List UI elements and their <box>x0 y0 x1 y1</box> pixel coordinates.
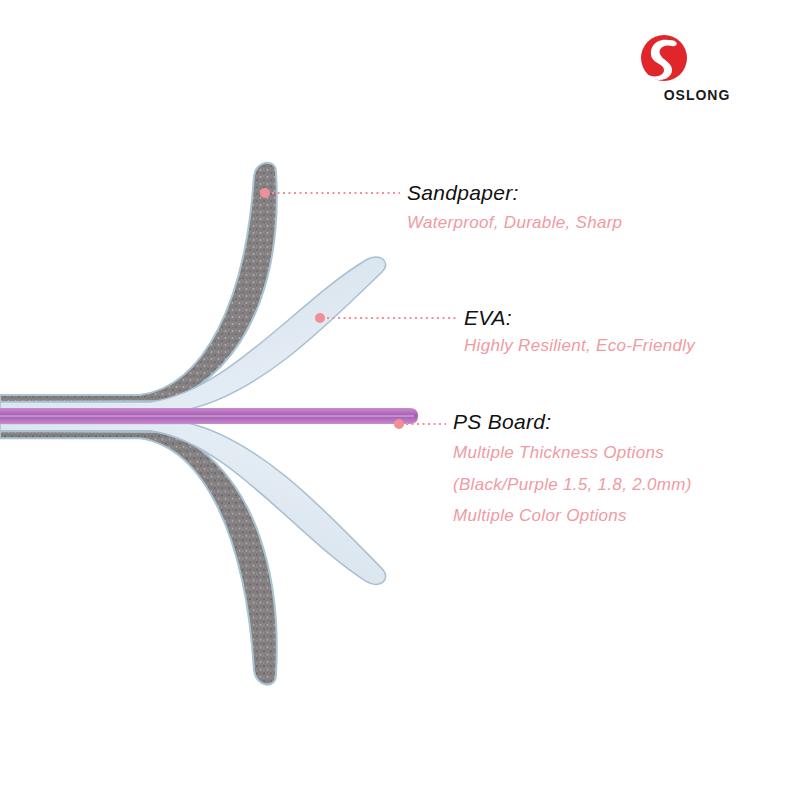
layer-name: EVA: <box>464 306 512 330</box>
top-layers <box>0 163 386 409</box>
ps-board-highlight <box>0 416 414 417</box>
layer-feature: (Black/Purple 1.5, 1.8, 2.0mm) <box>453 475 692 495</box>
layer-feature: Multiple Thickness Options <box>453 443 664 463</box>
layer-feature: Waterproof, Durable, Sharp <box>407 213 622 233</box>
layer-feature: Multiple Color Options <box>453 506 627 526</box>
layer-name: PS Board: <box>453 410 551 434</box>
layer-name: Sandpaper: <box>407 181 519 205</box>
brand-name: OSLONG <box>664 87 731 103</box>
bottom-layers <box>0 423 386 684</box>
layer-feature: Highly Resilient, Eco-Friendly <box>464 336 695 356</box>
brand-logo <box>641 35 687 81</box>
ps-board <box>0 408 418 424</box>
